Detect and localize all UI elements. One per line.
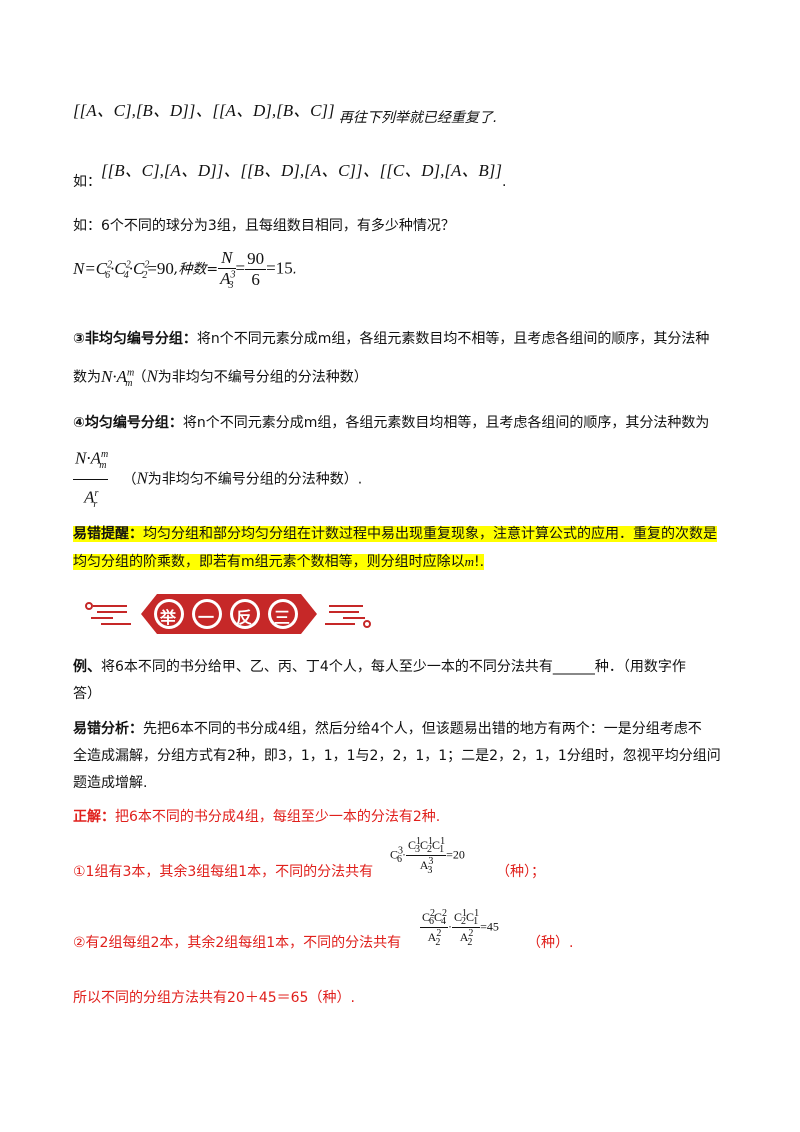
analysis-label: 易错分析： <box>73 721 143 737</box>
example-label: 例、 <box>73 659 101 675</box>
case-2-tail: （种）. <box>527 935 574 951</box>
example-blank: ______ <box>552 659 595 675</box>
section-4-title: ④均匀编号分组： <box>73 415 183 431</box>
section-4: ④均匀编号分组：将n个不同元素分成m组，各组元素数目均相等，且考虑各组间的顺序，… <box>73 410 733 518</box>
example-text-1: 将6本不同的书分给甲、乙、丙、丁4个人，每人至少一本的不同分法共有 <box>101 659 553 675</box>
case-2-result: =45 <box>480 919 499 934</box>
example-text-2: 种．（用数字作 <box>594 659 686 675</box>
warning-box: 易错提醒：均匀分组和部分均匀分组在计数过程中易出现重复现象，注意计算公式的应用．… <box>73 526 717 570</box>
warning-tail: . <box>479 554 485 570</box>
section-4-text-2: （ <box>122 471 137 488</box>
formula-tail: . <box>292 261 298 278</box>
analysis-text-1: 先把6本不同的书分成4组，然后分给4个人，但该题易出错的地方有两个：一是分组考虑… <box>143 721 702 737</box>
section-3-text-3: （ <box>132 369 147 386</box>
section-3-text-4: 为非均匀不编号分组的分法种数） <box>157 369 368 386</box>
section-4-text-1: 将n个不同元素分成m组，各组元素数目均相等，且考虑各组间的顺序，其分法种数为 <box>182 415 710 431</box>
banner-char-2: 一 <box>198 608 215 627</box>
grouping-expression-2: [[B、C],[A、D]]、[[B、D],[A、C]]、[[C、D],[A、B]… <box>101 161 502 180</box>
analysis-text-2: 全造成漏解，分组方式有2种，即3，1，1，1与2，2，1，1；二是2，2，1，1… <box>73 748 721 764</box>
solution-conclusion: 所以不同的分组方法共有20＋45＝65（种）. <box>73 990 355 1006</box>
grouping-line-2: 如：[[B、C],[A、D]]、[[B、D],[A、C]]、[[C、D],[A、… <box>73 156 506 190</box>
solution-label: 正解： <box>73 809 115 825</box>
solution-case-1: ①1组有3本，其余3组每组1本，不同的分法共有 <box>73 861 373 881</box>
error-analysis: 易错分析：先把6本不同的书分成4组，然后分给4个人，但该题易出错的地方有两个：一… <box>73 716 733 797</box>
banner-graphic <box>85 594 371 634</box>
case-2-text: ②有2组每组2本，其余2组每组1本，不同的分法共有 <box>73 935 402 951</box>
section-4-text-3: 为非均匀不编号分组的分法种数）. <box>147 471 363 488</box>
section-3-title: ③非均匀编号分组： <box>73 331 197 347</box>
grouping-line-2-lead: 如： <box>73 174 101 190</box>
banner-char-4: 三 <box>274 608 291 627</box>
case-1-tail: （种）； <box>496 864 545 880</box>
formula-mid: ,种数= <box>173 261 219 278</box>
solution-intro: 正解：把6本不同的书分成4组，每组至少一本的分法有2种. <box>73 804 733 831</box>
analysis-text-3: 题造成增解. <box>73 775 148 791</box>
formula-lhs: N=C26·C24·C22=90 <box>73 258 174 281</box>
example-question: 如：6个不同的球分为3组，且每组数目相同，有多少种情况？ <box>73 218 455 234</box>
section-3-N: N <box>146 366 158 386</box>
section-3-text-2: 数为 <box>73 369 101 386</box>
warning-title: 易错提醒： <box>73 526 143 542</box>
banner-juyifansan: 举 一 反 三 <box>83 588 373 640</box>
section-3-formula: N·Amm <box>101 366 135 390</box>
grouping-expression-1: [[A、C],[B、D]]、[[A、D],[B、C]] <box>73 101 335 120</box>
warning-text-2: 均匀分组的阶乘数，即若有m组元素个数相等，则分组时应除以 <box>73 554 465 570</box>
grouping-line-1-tail: 再往下列举就已经重复了. <box>338 110 498 126</box>
grouping-line-1: [[A、C],[B、D]]、[[A、D],[B、C]] 再往下列举就已经重复了. <box>73 96 497 126</box>
solution-text: 把6本不同的书分成4组，每组至少一本的分法有2种. <box>115 809 441 825</box>
formula-result: =15 <box>266 258 293 278</box>
grouping-line-2-tail: . <box>502 174 507 190</box>
banner-char-3: 反 <box>236 608 253 627</box>
section-3-text-1: 将n个不同元素分成m组，各组元素数目均不相等，且考虑各组间的顺序，其分法种 <box>196 331 710 347</box>
case-1-text: ①1组有3本，其余3组每组1本，不同的分法共有 <box>73 864 374 880</box>
solution-case-2: ②有2组每组2本，其余2组每组1本，不同的分法共有 <box>73 932 401 952</box>
section-4-N: N <box>136 468 148 488</box>
example-problem: 例、将6本不同的书分给甲、乙、丙、丁4个人，每人至少一本的不同分法共有_____… <box>73 654 733 708</box>
banner-char-1: 举 <box>160 608 177 627</box>
case-1-result: =20 <box>446 847 465 862</box>
warning-text-1: 均匀分组和部分均匀分组在计数过程中易出现重复现象，注意计算公式的应用．重复的次数… <box>143 526 717 542</box>
example-text-3: 答） <box>73 686 101 702</box>
section-3: ③非均匀编号分组：将n个不同元素分成m组，各组元素数目均不相等，且考虑各组间的顺… <box>73 326 733 397</box>
